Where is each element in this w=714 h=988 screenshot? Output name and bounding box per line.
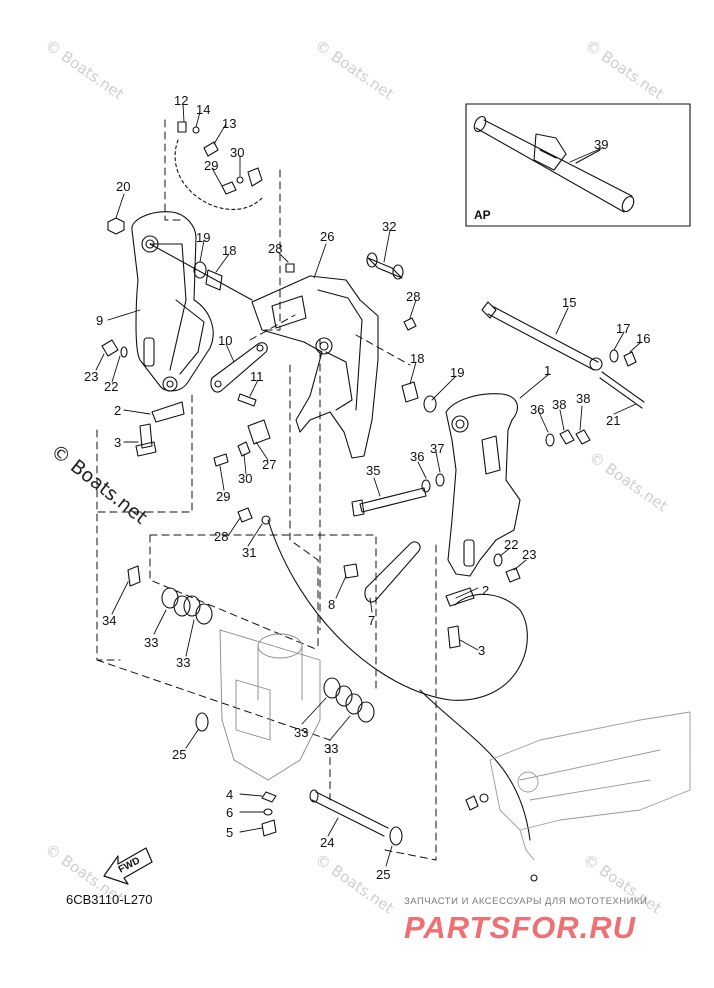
callout-8: 8	[328, 597, 336, 612]
callout-15: 15	[562, 295, 577, 310]
callout-12: 12	[174, 93, 189, 108]
inset-label: AP	[474, 208, 491, 222]
callout-4: 4	[226, 787, 234, 802]
callout-17: 17	[616, 321, 631, 336]
callout-31: 31	[242, 545, 257, 560]
callout-5: 5	[226, 825, 234, 840]
callout-37: 37	[430, 441, 445, 456]
callout-21: 21	[606, 413, 621, 428]
callout-18: 18	[222, 243, 237, 258]
callout-38: 38	[552, 397, 567, 412]
callout-22: 22	[104, 379, 119, 394]
callout-18: 18	[410, 351, 425, 366]
callout-22: 22	[504, 537, 519, 552]
callout-19: 19	[196, 230, 211, 245]
callout-29: 29	[204, 158, 219, 173]
pipe-39	[475, 119, 633, 213]
callout-13: 13	[222, 116, 237, 131]
callout-32: 32	[382, 219, 397, 234]
callout-7: 7	[368, 613, 376, 628]
callout-33: 33	[144, 635, 159, 650]
callout-30: 30	[230, 145, 245, 160]
callout-24: 24	[320, 835, 335, 850]
callout-39: 39	[594, 137, 609, 152]
callout-28: 28	[406, 289, 421, 304]
callout-33: 33	[176, 655, 191, 670]
callout-33: 33	[324, 741, 339, 756]
callout-19: 19	[450, 365, 465, 380]
callout-3: 3	[478, 643, 486, 658]
callout-28: 28	[214, 529, 229, 544]
callout-20: 20	[116, 179, 131, 194]
callout-23: 23	[84, 369, 99, 384]
part-code: 6CB3110-L270	[66, 892, 153, 907]
callout-25: 25	[376, 867, 391, 882]
callout-27: 27	[262, 457, 277, 472]
callout-35: 35	[366, 463, 381, 478]
shop-logo[interactable]: PARTSFOR.RU	[404, 910, 637, 945]
callout-33: 33	[294, 725, 309, 740]
callout-6: 6	[226, 805, 234, 820]
callout-36: 36	[530, 402, 545, 417]
callout-11: 11	[250, 369, 264, 384]
callout-29: 29	[216, 489, 231, 504]
callout-23: 23	[522, 547, 537, 562]
callout-9: 9	[96, 313, 104, 328]
callout-30: 30	[238, 471, 253, 486]
callout-10: 10	[218, 333, 233, 348]
callout-26: 26	[320, 229, 335, 244]
callout-28: 28	[268, 241, 283, 256]
callout-3: 3	[114, 435, 122, 450]
shop-tagline: ЗАПЧАСТИ И АКСЕССУАРЫ ДЛЯ МОТОТЕХНИКИ	[404, 896, 648, 907]
inset-frame	[465, 103, 691, 227]
callout-34: 34	[102, 613, 117, 628]
callout-36: 36	[410, 449, 425, 464]
callout-2: 2	[482, 583, 490, 598]
callout-16: 16	[636, 331, 651, 346]
callout-14: 14	[196, 102, 211, 117]
callout-2: 2	[114, 403, 122, 418]
callout-25: 25	[172, 747, 187, 762]
callout-1: 1	[544, 363, 552, 378]
callout-38: 38	[576, 391, 591, 406]
